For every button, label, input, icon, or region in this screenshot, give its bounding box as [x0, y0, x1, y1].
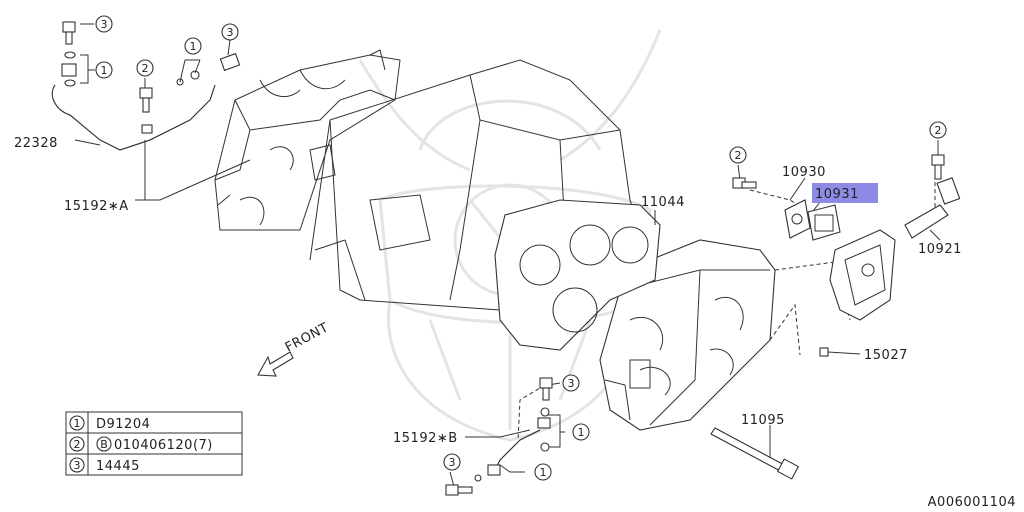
bolt-center-left [139, 87, 153, 113]
callout-number: 1 [190, 40, 197, 53]
legend-row-text: 010406120(7) [114, 438, 213, 453]
part-label-11095[interactable]: 11095 [741, 413, 785, 428]
callout-number: 3 [449, 456, 456, 469]
callout-2-right-center: 2 [729, 146, 747, 164]
callout-number: 1 [578, 426, 585, 439]
callout-3-top-center: 3 [221, 23, 239, 41]
bolt-right-center [732, 177, 757, 189]
oil-pipe-b [474, 407, 551, 482]
callout-3-top: 3 [95, 15, 113, 33]
legend-row-2: 2 B 010406120(7) [69, 436, 213, 453]
sensor-top [219, 52, 241, 72]
oil-pipe-a [51, 63, 216, 151]
part-label-11044[interactable]: 11044 [641, 195, 685, 210]
bolt-bottom-center [539, 377, 553, 401]
callout-3-bottom-left: 3 [443, 453, 461, 471]
callout-number: 1 [101, 64, 108, 77]
callout-1-bottom-center: 1 [572, 423, 590, 441]
callout-2-right-top: 2 [929, 121, 947, 139]
part-label-15027[interactable]: 15027 [864, 348, 908, 363]
part-highlight-10931 [812, 183, 878, 203]
part-label-22328[interactable]: 22328 [14, 136, 58, 151]
legend-b-mark: B [100, 438, 108, 451]
callout-number: 1 [540, 466, 547, 479]
legend-row-text: D91204 [96, 417, 150, 432]
part-label-10931[interactable]: 10931 [815, 187, 859, 202]
part-label-15192a[interactable]: 15192∗A [64, 199, 129, 214]
legend-row-number: 3 [74, 459, 81, 472]
valve-housing [829, 229, 896, 321]
legend-row-number: 1 [74, 417, 81, 430]
callout-number: 2 [935, 124, 942, 137]
callout-1-top-center: 1 [184, 37, 202, 55]
legend-row-text: 14445 [96, 459, 140, 474]
part-label-15192b[interactable]: 15192∗B [393, 431, 458, 446]
callout-3-bottom-center: 3 [562, 374, 580, 392]
bolt-bottom-left [445, 484, 473, 496]
head-bolt [710, 427, 800, 480]
front-arrow: FRONT [257, 320, 331, 377]
callout-number: 3 [101, 18, 108, 31]
part-label-10921[interactable]: 10921 [918, 242, 962, 257]
legend-row-3: 3 14445 [69, 457, 140, 474]
part-label-10930[interactable]: 10930 [782, 165, 826, 180]
front-label: FRONT [283, 320, 331, 355]
plug-15027 [819, 347, 829, 357]
washers-left [64, 51, 76, 87]
callout-number: 2 [142, 62, 149, 75]
callout-number: 3 [568, 377, 575, 390]
callout-1-bottom-left: 1 [534, 463, 552, 481]
left-cylinder-head [214, 49, 401, 231]
gasket-10931 [807, 204, 841, 241]
legend-row-1: 1 D91204 [69, 415, 150, 432]
callout-number: 2 [735, 149, 742, 162]
bolt-top-left [62, 21, 76, 45]
gasket-10930 [784, 199, 811, 239]
callout-1-top-left: 1 [95, 61, 113, 79]
callout-2-left: 2 [136, 59, 154, 77]
head-gasket [494, 199, 661, 351]
bolt-right-top [931, 154, 945, 180]
diagram-code: A006001104 [928, 495, 1016, 510]
legend-row-number: 2 [74, 438, 81, 451]
legend-table: 1 D91204 2 B 010406120(7) 3 14445 [65, 411, 243, 476]
callout-number: 3 [227, 26, 234, 39]
oil-control-valve [904, 177, 961, 239]
